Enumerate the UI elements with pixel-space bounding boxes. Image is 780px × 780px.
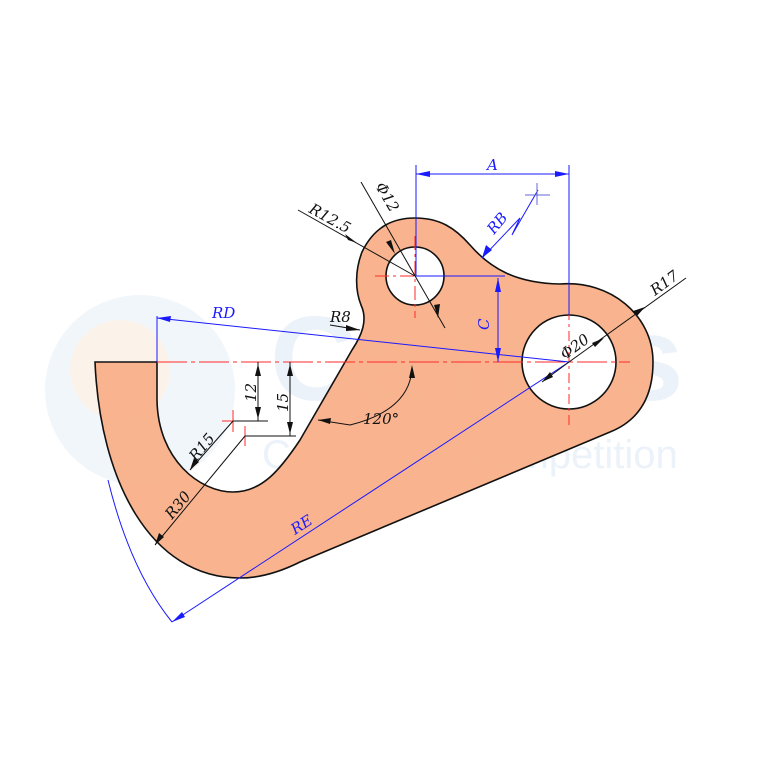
blue-arrowheads (157, 171, 569, 622)
dim-angle-label: 120° (363, 410, 399, 428)
dim-rd-label: RD (211, 304, 235, 322)
dim-15-label: 15 (274, 393, 292, 412)
part-outline (94, 217, 654, 579)
dim-d12-label: Φ12 (372, 179, 403, 215)
dim-rb-label: RB (483, 209, 512, 238)
dim-r8-label: R8 (329, 308, 351, 326)
dim-c-label: C (475, 318, 493, 330)
dim-12-label: 12 (242, 383, 260, 402)
dim-a-label: A (485, 156, 498, 174)
dim-r12-5-label: R12.5 (305, 199, 354, 237)
black-arrowheads (155, 234, 645, 545)
